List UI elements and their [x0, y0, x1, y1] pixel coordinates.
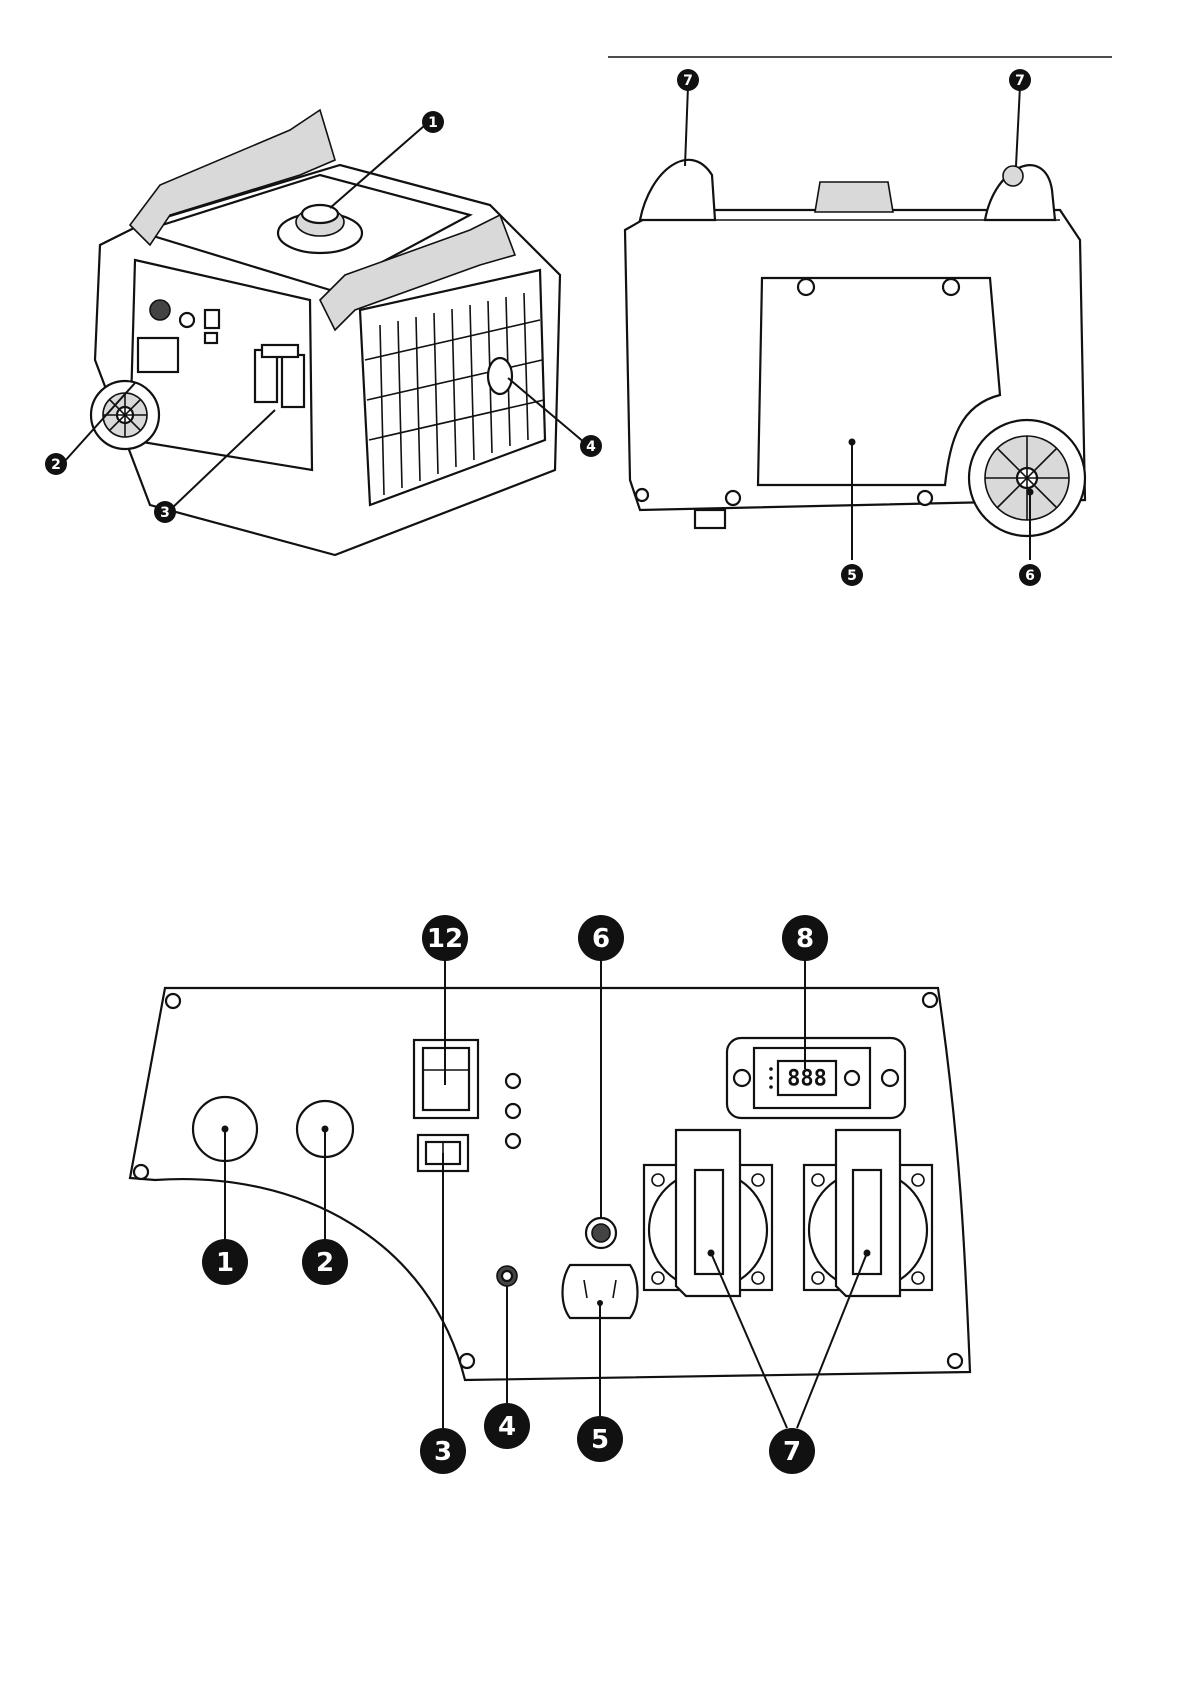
callout-badge-1-panel: 1: [202, 1239, 248, 1285]
callout-label: 5: [591, 1425, 609, 1455]
callout-badge-7-panel: 7: [769, 1428, 815, 1474]
air-intake-knob: [488, 358, 512, 394]
callout-label: 3: [160, 505, 170, 521]
callout-badge-4: 4: [580, 435, 602, 457]
ground-terminal: [497, 1266, 517, 1286]
display-readout: 888: [787, 1067, 827, 1092]
callout-label: 1: [428, 115, 438, 131]
callout-badge-4-panel: 4: [484, 1403, 530, 1449]
callout-label: 8: [796, 924, 814, 954]
callout-badge-8-panel: 8: [782, 915, 828, 961]
wheel-left: [91, 381, 159, 449]
callout-badge-12: 12: [422, 915, 468, 961]
callout-badge-6: 6: [1019, 564, 1041, 586]
cover-screw: [726, 491, 740, 505]
callout-label: 7: [1015, 73, 1025, 89]
callout-label: 2: [51, 457, 61, 473]
callout-badge-5-panel: 5: [577, 1416, 623, 1462]
callout-label: 7: [783, 1437, 801, 1467]
callout-label: 2: [316, 1248, 334, 1278]
mount-hole: [134, 1165, 148, 1179]
side-foot: [695, 510, 725, 528]
indicator-lamp: [506, 1104, 520, 1118]
wheel-right: [969, 420, 1085, 536]
cover-screw: [798, 279, 814, 295]
mount-hole: [923, 993, 937, 1007]
callout-label: 1: [216, 1248, 234, 1278]
callout-badge-2-panel: 2: [302, 1239, 348, 1285]
handle-knob: [1003, 166, 1023, 186]
callout-badge-6-panel: 6: [578, 915, 624, 961]
control-panel-diagram: 888: [130, 915, 970, 1474]
callout-label: 3: [434, 1437, 452, 1467]
generator-side-view: 7 7 5 6: [608, 57, 1112, 586]
callout-badge-7b: 7: [1009, 69, 1031, 91]
callout-badge-1: 1: [422, 111, 444, 133]
callout-badge-7a: 7: [677, 69, 699, 91]
mount-hole: [166, 994, 180, 1008]
callout-label: 4: [498, 1412, 516, 1442]
callout-badge-2: 2: [45, 453, 67, 475]
callout-label: 5: [847, 568, 857, 584]
callout-badge-5: 5: [841, 564, 863, 586]
generator-perspective-view: 1 2 3 4: [45, 110, 602, 555]
mount-hole: [460, 1354, 474, 1368]
indicator-lamp: [506, 1134, 520, 1148]
side-handle-left: [640, 160, 715, 220]
callout-label: 12: [427, 924, 463, 954]
digital-display-module: 888: [727, 1038, 905, 1118]
callout-label: 7: [683, 73, 693, 89]
indicator-lamp: [506, 1074, 520, 1088]
side-fuel-cap: [815, 182, 893, 212]
cover-screw: [943, 279, 959, 295]
callout-label: 6: [592, 924, 610, 954]
callout-badge-3-panel: 3: [420, 1428, 466, 1474]
callout-label: 4: [586, 439, 596, 455]
callout-badge-3: 3: [154, 501, 176, 523]
mount-hole: [948, 1354, 962, 1368]
dc-outlet: [592, 1224, 610, 1242]
cover-screw: [636, 489, 648, 501]
cover-screw: [918, 491, 932, 505]
callout-label: 6: [1025, 568, 1035, 584]
